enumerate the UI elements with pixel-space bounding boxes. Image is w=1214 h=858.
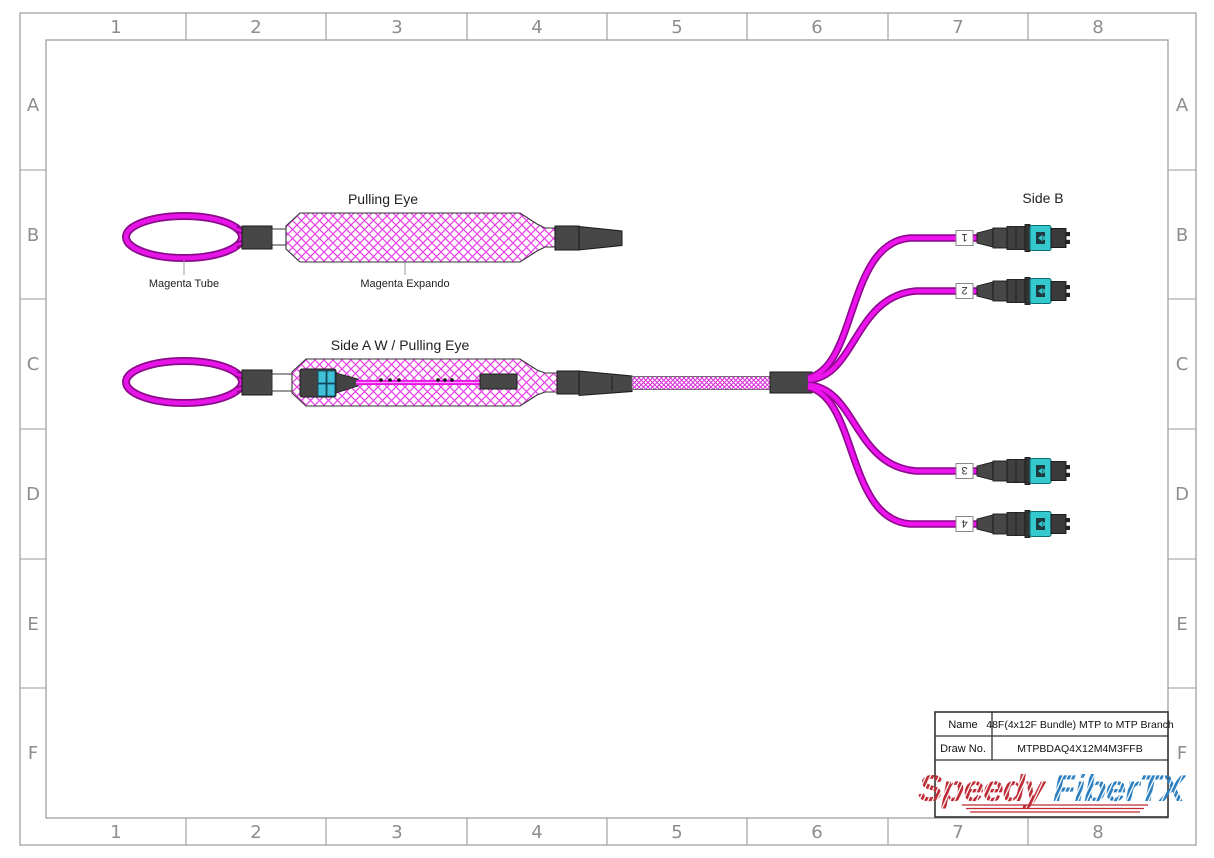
internal-mtp-connector	[317, 370, 327, 384]
grid-col-label: 1	[110, 822, 121, 843]
branch-tag-3-number: 3	[961, 464, 967, 476]
internal-mtp-connector	[326, 370, 336, 384]
magenta-expando-label: Magenta Expando	[360, 278, 449, 290]
internal-crimp-block	[479, 373, 518, 390]
internal-mtp-connector	[317, 383, 327, 397]
grid-row-label: B	[27, 225, 39, 246]
grid-row-label: D	[26, 484, 40, 505]
grid-ticks	[20, 13, 1196, 845]
grid-row-label: E	[1176, 614, 1187, 635]
draw-no-label: Draw No.	[940, 743, 986, 755]
logo-part-1: Speedy	[918, 768, 1047, 809]
grid-col-label: 6	[811, 822, 822, 843]
end-connector	[554, 225, 580, 251]
trunk-boot	[578, 370, 633, 397]
grid-row-labels-right: A B C D E F	[1175, 95, 1189, 764]
branch-tag-1	[955, 230, 974, 246]
mtp-connector-1	[976, 223, 1071, 253]
side-b-breakout: Side B 1 2 3 4	[806, 190, 1071, 539]
side-a-internal-connectors	[299, 368, 518, 398]
furcation-block	[769, 371, 813, 394]
end-boot	[578, 225, 623, 251]
grid-col-label: 6	[811, 17, 822, 38]
pulling-eye-title: Pulling Eye	[348, 191, 418, 207]
grid-column-labels-bottom: 1 2 3 4 5 6 7 8	[110, 822, 1103, 843]
grid-col-label: 3	[391, 17, 402, 38]
trunk-connector	[556, 370, 580, 395]
pulling-eye-loop	[122, 212, 255, 262]
grid-col-label: 5	[671, 822, 682, 843]
grid-row-label: C	[1176, 354, 1189, 375]
loop-crimp-connector	[241, 225, 273, 250]
grid-col-label: 8	[1092, 17, 1103, 38]
tube-neck	[271, 228, 287, 246]
grid-row-labels-left: A B C D E F	[26, 95, 40, 764]
grid-row-label: E	[27, 614, 38, 635]
branch-tag-4-number: 4	[961, 517, 967, 529]
speedyfibertx-logo: Speedy FiberTX	[918, 768, 1188, 813]
grid-col-label: 5	[671, 17, 682, 38]
sheet-border: 1 2 3 4 5 6 7 8 1 2 3 4 5 6 7 8 A B C D …	[19, 12, 1197, 846]
mtp-connector-2	[976, 276, 1071, 306]
tube-neck	[271, 373, 293, 392]
inner-border	[45, 39, 1169, 819]
side-b-label: Side B	[1022, 190, 1063, 206]
grid-col-label: 7	[952, 822, 963, 843]
grid-col-label: 4	[531, 822, 542, 843]
side-a-title: Side A W / Pulling Eye	[331, 337, 470, 353]
branch-tag-1-number: 1	[961, 231, 967, 243]
grid-col-label: 3	[391, 822, 402, 843]
grid-row-label: A	[1176, 95, 1189, 116]
logo-part-2: FiberTX	[1053, 768, 1187, 809]
branch-tag-4	[955, 516, 974, 532]
grid-col-label: 7	[952, 17, 963, 38]
expando-tube	[285, 212, 556, 263]
pulling-eye-assembly: Pulling Eye Magenta Tube Magenta Expando	[122, 191, 623, 290]
svg-text:Speedy FiberTX: Speedy FiberTX	[918, 768, 1187, 809]
logo-underline	[962, 804, 1148, 813]
side-a-assembly: Side A W / Pulling Eye	[122, 337, 813, 407]
branch-tag-3	[955, 463, 974, 479]
mtp-connector-4	[976, 509, 1071, 539]
grid-col-label: 8	[1092, 822, 1103, 843]
grid-col-label: 2	[250, 17, 261, 38]
grid-row-label: D	[1175, 484, 1189, 505]
grid-row-label: F	[28, 743, 38, 764]
side-a-loop	[122, 357, 255, 407]
title-block: Name 48F(4x12F Bundle) MTP to MTP Branch…	[918, 711, 1188, 818]
draw-no-value: MTPBDAQ4X12M4M3FFB	[1017, 743, 1142, 755]
trunk-cable	[631, 376, 771, 390]
branch-tag-2-number: 2	[961, 284, 967, 296]
branch-tag-2	[955, 283, 974, 299]
internal-mtp-connector	[326, 383, 336, 397]
magenta-tube-label: Magenta Tube	[149, 278, 219, 290]
loop-crimp-connector	[241, 369, 273, 396]
name-label: Name	[948, 719, 977, 731]
breakout-legs	[806, 234, 977, 528]
grid-col-label: 4	[531, 17, 542, 38]
name-value: 48F(4x12F Bundle) MTP to MTP Branch	[986, 719, 1174, 731]
grid-col-label: 1	[110, 17, 121, 38]
grid-row-label: B	[1176, 225, 1188, 246]
grid-column-labels-top: 1 2 3 4 5 6 7 8	[110, 17, 1103, 38]
grid-row-label: F	[1177, 743, 1187, 764]
grid-col-label: 2	[250, 822, 261, 843]
grid-row-label: C	[27, 354, 40, 375]
mtp-connector-3	[976, 456, 1071, 486]
grid-row-label: A	[27, 95, 40, 116]
fiber-dots	[379, 378, 454, 382]
branch-tags: 1 2 3 4	[955, 230, 974, 532]
